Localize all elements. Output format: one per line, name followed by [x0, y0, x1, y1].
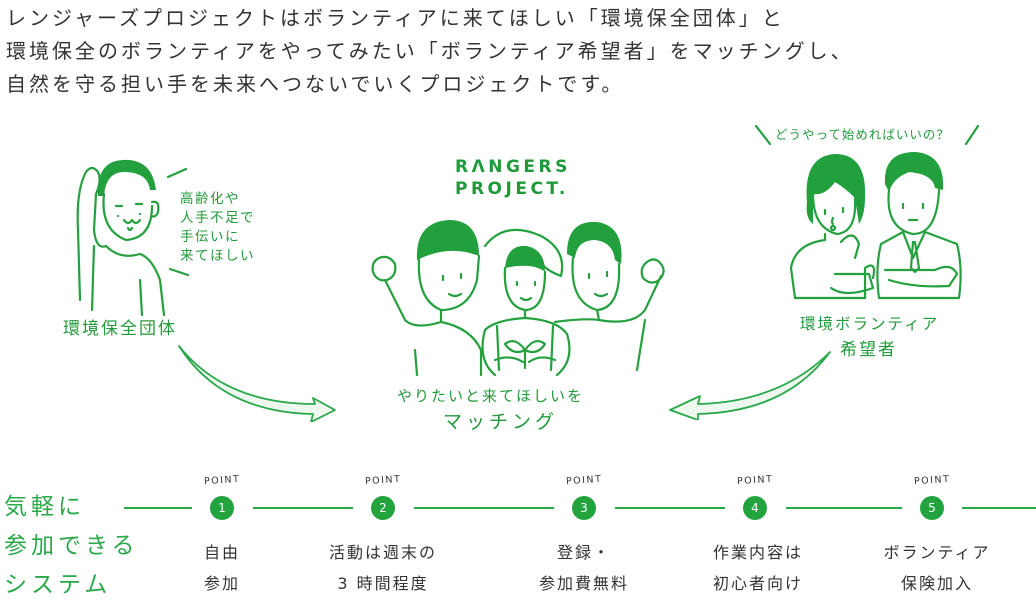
point-word: POINT — [913, 473, 951, 488]
timeline-segment — [786, 507, 902, 509]
volunteer-label-line2: 希望者 — [840, 340, 897, 360]
volunteers-illustration — [371, 220, 665, 377]
intro-text: レンジャーズプロジェクトはボランティアに来てほしい「環境保全団体」と 環境保全の… — [6, 2, 854, 101]
logo-line-2: PROJECT. — [455, 179, 569, 199]
point-3-description: 登録・ 参加費無料 — [504, 537, 664, 599]
description-line: 活動は週末の — [328, 543, 437, 562]
description-line: ボランティア — [883, 543, 991, 562]
speech-marks-right — [754, 124, 980, 146]
description-line: 参加 — [203, 574, 240, 593]
system-heading-line: 参加できる — [4, 533, 139, 559]
logo-line-1: RΛNGERS — [455, 157, 571, 177]
description-line: 初心者向け — [712, 574, 803, 593]
system-heading-line: システム — [4, 572, 112, 598]
point-number-badge: 5 — [920, 496, 944, 520]
speech-marks-left — [166, 167, 190, 277]
point-5-description: ボランティア 保険加入 — [852, 537, 1022, 599]
description-line: 保険加入 — [900, 574, 973, 593]
bubble-line: 高齢化や — [180, 191, 240, 207]
point-word: POINT — [364, 473, 402, 488]
system-heading: 気軽に 参加できる システム — [4, 488, 139, 605]
bubble-line: 手伝いに — [180, 229, 240, 245]
system-heading-line: 気軽に — [4, 494, 85, 520]
point-2: POINT 2 — [353, 473, 413, 520]
timeline-segment — [253, 507, 353, 509]
intro-line: レンジャーズプロジェクトはボランティアに来てほしい「環境保全団体」と — [6, 6, 785, 30]
description-line: 参加費無料 — [538, 574, 629, 593]
timeline-segment — [962, 507, 1036, 509]
timeline-segment — [615, 507, 725, 509]
point-5: POINT 5 — [902, 473, 962, 520]
rangers-project-logo: RΛNGERS PROJECT. — [455, 156, 571, 200]
volunteer-bubble: どうやって始めればいいの？ — [775, 127, 950, 142]
organization-bubble: 高齢化や 人手不足で 手伝いに 来てほしい — [180, 190, 255, 266]
point-word: POINT — [203, 473, 241, 488]
intro-line: 環境保全のボランティアをやってみたい「ボランティア希望者」をマッチングし、 — [6, 39, 854, 63]
volunteer-label-line1: 環境ボランティア — [800, 315, 940, 333]
point-word: POINT — [736, 473, 774, 488]
point-number-badge: 1 — [210, 496, 234, 520]
point-4-description: 作業内容は 初心者向け — [678, 537, 838, 599]
bubble-line: 来てほしい — [180, 248, 255, 264]
description-line: 自由 — [203, 543, 240, 562]
point-number-badge: 2 — [371, 496, 395, 520]
description-line: 3 時間程度 — [337, 574, 429, 593]
organization-label: 環境保全団体 — [63, 319, 177, 339]
timeline-segment — [414, 507, 554, 509]
point-3: POINT 3 — [554, 473, 614, 520]
description-line: 登録・ — [556, 543, 611, 562]
arrow-left-icon — [669, 351, 831, 420]
point-word: POINT — [565, 473, 603, 488]
timeline-segment — [124, 507, 192, 509]
intro-line: 自然を守る担い手を未来へつないでいくプロジェクトです。 — [6, 72, 625, 96]
matching-title: マッチング — [443, 411, 559, 433]
description-line: 作業内容は — [712, 543, 803, 562]
point-1: POINT 1 — [192, 473, 252, 520]
point-2-description: 活動は週末の 3 時間程度 — [303, 537, 463, 599]
point-number-badge: 4 — [743, 496, 767, 520]
bubble-line: 人手不足で — [180, 210, 255, 226]
prospective-volunteers-illustration — [789, 152, 962, 300]
point-4: POINT 4 — [725, 473, 785, 520]
matching-caption: やりたいと来てほしいを — [397, 387, 585, 405]
point-1-description: 自由 参加 — [172, 537, 272, 599]
arrow-right-icon — [178, 345, 336, 422]
point-number-badge: 3 — [572, 496, 596, 520]
elderly-man-illustration — [76, 159, 166, 317]
